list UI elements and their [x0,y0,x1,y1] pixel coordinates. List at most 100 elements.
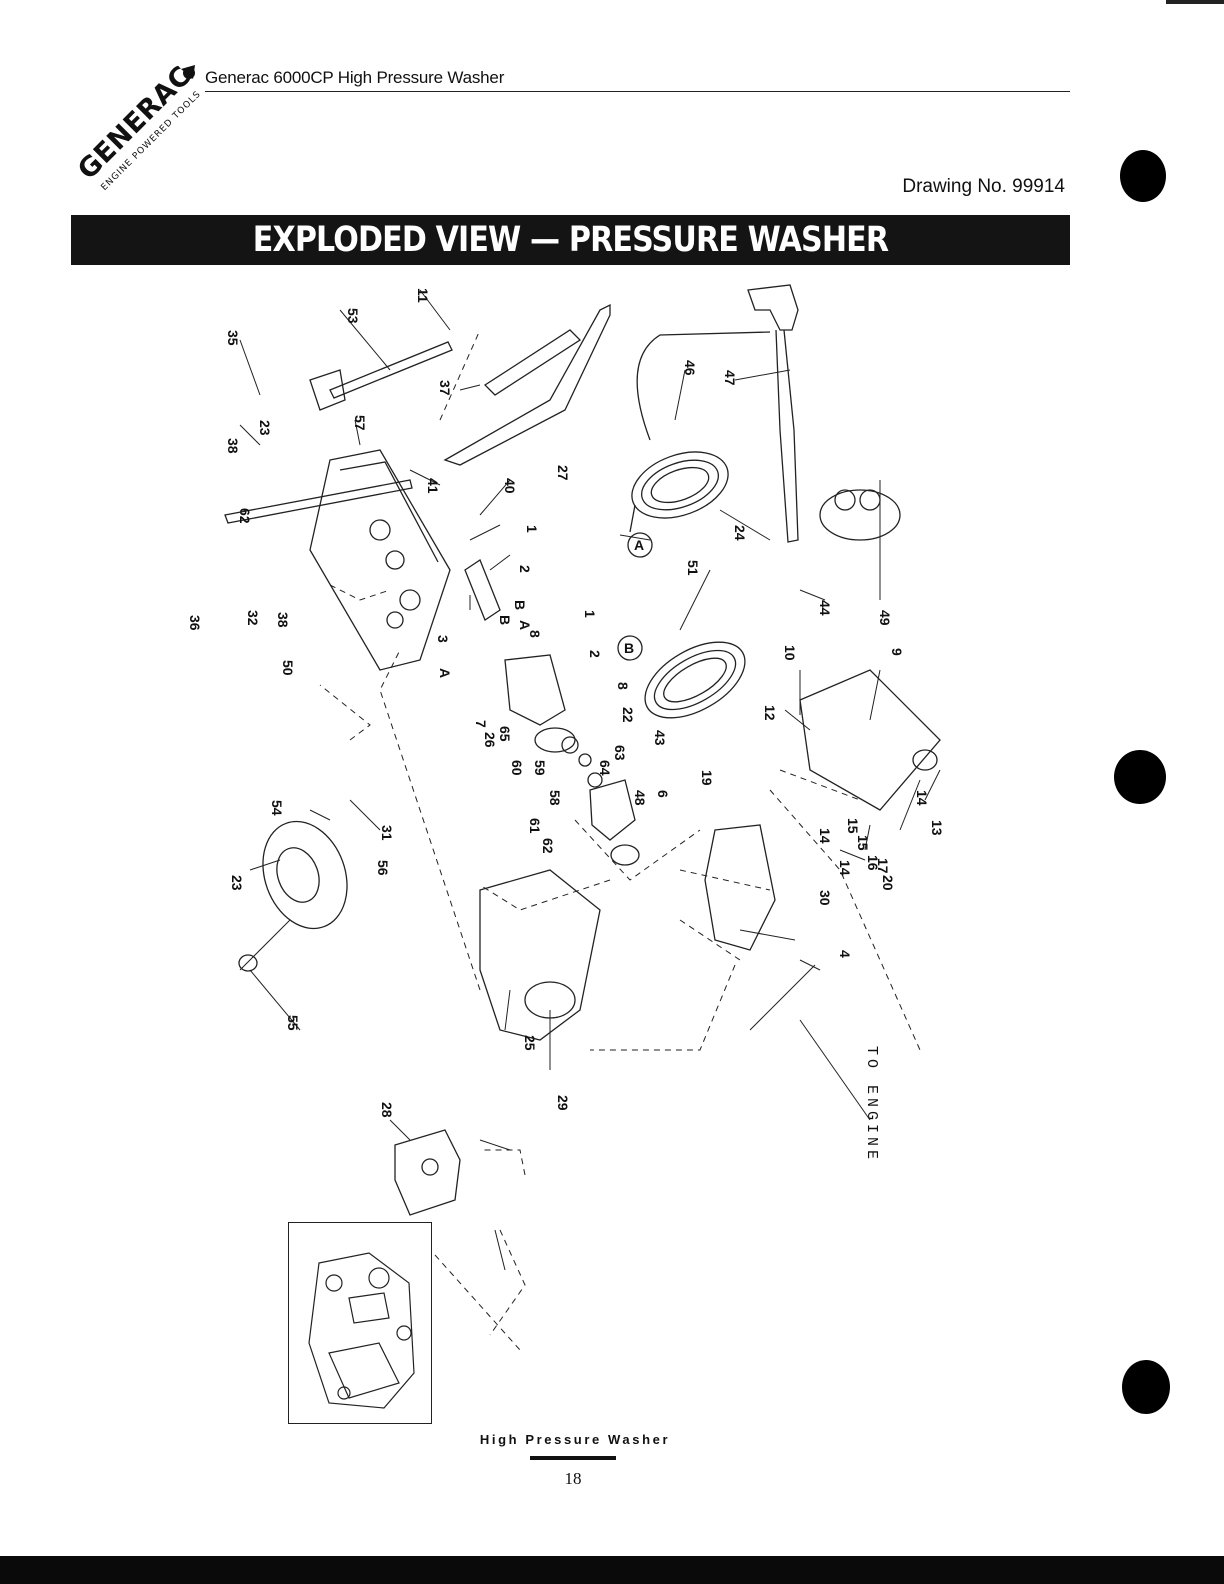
svg-text:61: 61 [527,818,543,834]
handle-bracket [309,369,346,411]
svg-text:62: 62 [540,838,556,854]
svg-text:2: 2 [517,565,533,573]
svg-text:B: B [512,600,528,610]
frame-handle [443,303,611,466]
svg-text:7: 7 [473,720,489,728]
footer-title: High Pressure Washer [479,1432,671,1447]
svg-text:62: 62 [237,508,253,524]
svg-text:28: 28 [379,1102,395,1118]
svg-text:9: 9 [889,648,905,656]
svg-text:25: 25 [522,1035,538,1051]
svg-text:27: 27 [555,465,571,481]
generac-logo: GENERAC ENGINE POWERED TOOLS [72,60,203,193]
svg-text:38: 38 [225,438,241,454]
svg-text:15: 15 [845,818,861,834]
inset-detail-box [288,1222,432,1424]
svg-text:41: 41 [425,478,441,494]
svg-text:26: 26 [482,732,498,748]
header-title: Generac 6000CP High Pressure Washer [205,68,505,87]
page-number: 18 [564,1469,582,1488]
banner-title: EXPLODED VIEW — PRESSURE WASHER [252,220,889,260]
exploded-view-diagram: A B 11 53 35 38 37 23 57 41 62 36 32 38 … [187,284,945,1351]
svg-text:17: 17 [875,858,891,874]
footer-rule [530,1456,616,1460]
svg-text:A: A [634,537,644,553]
svg-text:14: 14 [817,828,833,844]
to-engine-label: TO ENGINE [863,1046,880,1164]
svg-text:37: 37 [437,380,453,396]
trigger-gun [747,284,799,331]
svg-text:19: 19 [699,770,715,786]
svg-text:56: 56 [375,860,391,876]
svg-text:14: 14 [837,860,853,876]
connector-a-circle [627,532,653,558]
svg-text:48: 48 [632,790,648,806]
svg-text:55: 55 [285,1015,301,1031]
svg-text:43: 43 [652,730,668,746]
svg-text:36: 36 [187,615,203,631]
svg-text:3: 3 [435,635,451,643]
svg-text:38: 38 [275,612,291,628]
fuel-tank [799,669,941,811]
svg-text:10: 10 [782,645,798,661]
binder-hole [1120,150,1166,202]
svg-text:54: 54 [269,800,285,816]
svg-text:65: 65 [497,726,513,742]
svg-text:23: 23 [257,420,273,436]
pump-head [589,779,636,841]
muffler [394,1129,461,1216]
svg-text:50: 50 [280,660,296,676]
wheel [262,820,348,930]
svg-text:13: 13 [929,820,945,836]
svg-text:57: 57 [352,415,368,431]
svg-text:32: 32 [245,610,261,626]
svg-text:A: A [437,668,453,678]
drawing-number: Drawing No. 99914 [902,176,1065,197]
hose-coil-b [644,641,746,719]
svg-text:11: 11 [415,288,431,303]
svg-text:20: 20 [880,875,896,891]
svg-text:1: 1 [524,525,540,533]
svg-text:B: B [624,640,634,656]
svg-text:35: 35 [225,330,241,346]
svg-text:46: 46 [682,360,698,376]
svg-text:53: 53 [345,308,361,324]
title-banner [71,215,1070,265]
svg-text:6: 6 [655,790,671,798]
corner-mark [1166,0,1224,4]
svg-text:63: 63 [612,745,628,761]
main-frame [309,449,451,671]
handle-bar [329,341,453,399]
pump-body [504,654,566,726]
svg-text:64: 64 [597,760,613,776]
binder-hole [1114,750,1166,804]
svg-text:40: 40 [502,478,518,494]
svg-text:31: 31 [379,825,395,841]
svg-text:30: 30 [817,890,833,906]
svg-text:44: 44 [817,600,833,616]
svg-text:47: 47 [722,370,738,386]
svg-text:8: 8 [527,630,543,638]
callout-labels: 11 53 35 38 37 23 57 41 62 36 32 38 50 4… [187,288,945,1118]
nozzle-holder [819,489,901,541]
svg-text:12: 12 [762,705,778,721]
connector-b-circle [617,635,643,661]
logo-brand: GENERAC [72,60,198,186]
engine [479,869,601,1041]
svg-text:15: 15 [855,835,871,851]
svg-text:14: 14 [914,790,930,806]
svg-text:8: 8 [615,682,631,690]
svg-text:22: 22 [620,707,636,723]
svg-text:60: 60 [509,760,525,776]
inset-detail-drawing [308,1252,415,1409]
bottom-scan-band [0,1556,1224,1584]
svg-text:1: 1 [582,610,598,618]
svg-text:A: A [517,620,533,630]
binder-hole [1122,1360,1170,1414]
svg-text:2: 2 [587,650,603,658]
svg-text:49: 49 [877,610,893,626]
axle [224,479,413,524]
svg-text:59: 59 [532,760,548,776]
svg-text:16: 16 [865,855,881,871]
wand [775,329,799,543]
